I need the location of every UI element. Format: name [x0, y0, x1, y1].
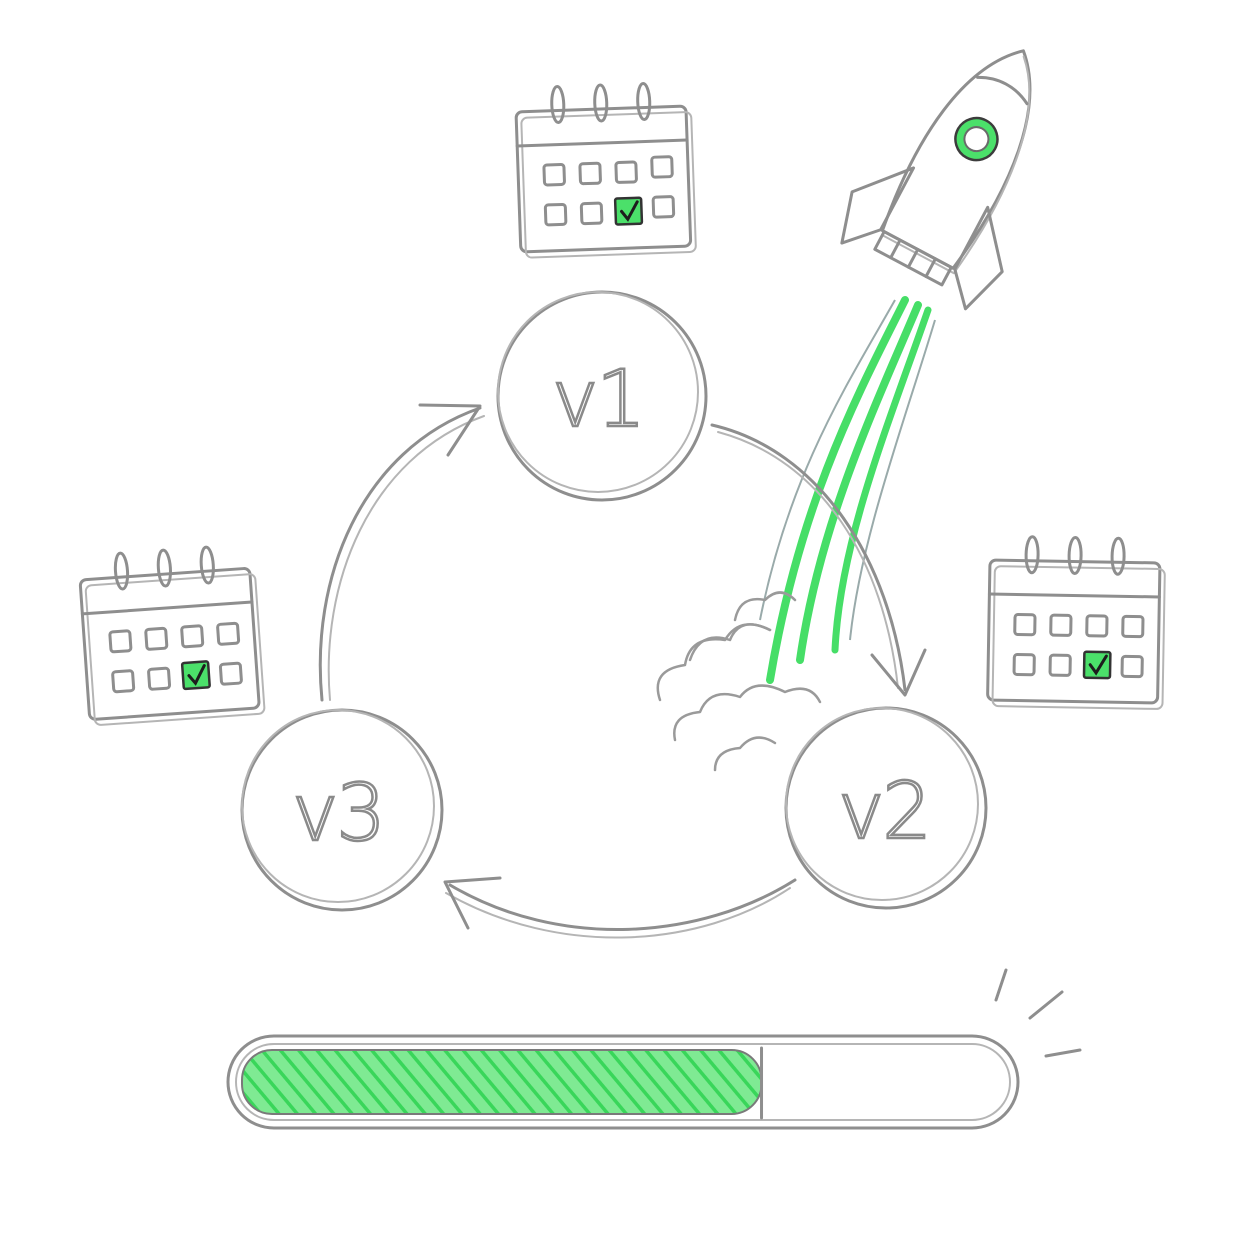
calendar-icon [513, 80, 698, 260]
calendar-icon [985, 534, 1167, 711]
rocket-icon [840, 49, 1032, 311]
sparkle-icon [994, 968, 1082, 1058]
smoke-cloud-icon [656, 591, 822, 772]
cycle-arrow-icon [318, 403, 927, 939]
calendar-grid [542, 155, 676, 227]
version-label-v3: v3 [292, 769, 384, 859]
rocket-trail [759, 296, 936, 684]
version-label-v1: v1 [552, 355, 644, 445]
calendar-icon [76, 542, 267, 728]
version-node-v2: v2 [784, 706, 988, 910]
version-node-v3: v3 [240, 708, 444, 912]
progress-bar [226, 1034, 1020, 1130]
version-node-v1: v1 [496, 290, 708, 502]
version-label-v2: v2 [838, 767, 930, 857]
progress-fill [241, 1049, 763, 1115]
